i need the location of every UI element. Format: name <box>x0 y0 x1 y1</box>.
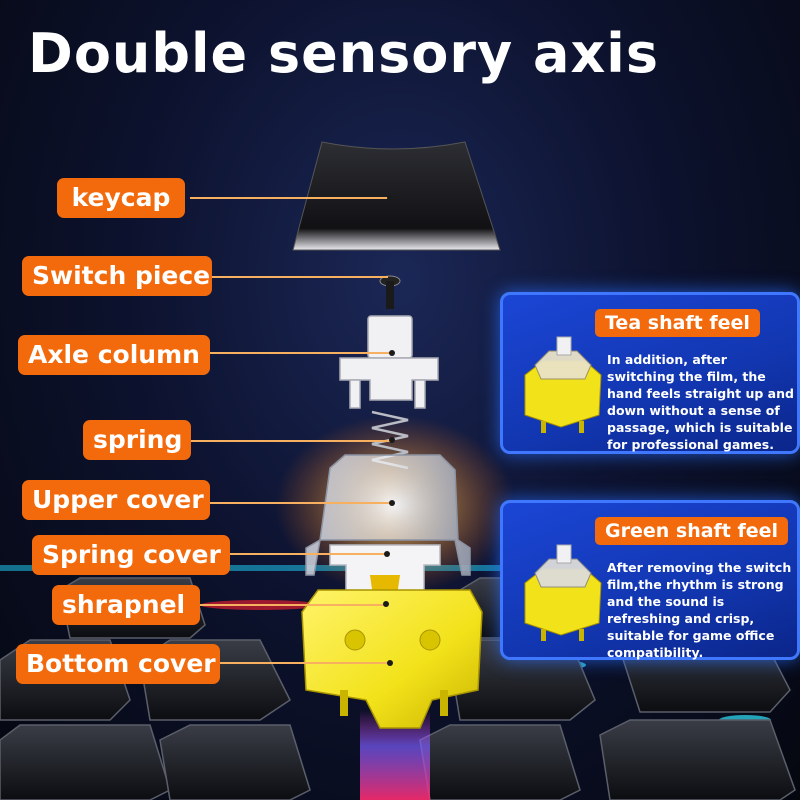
green-shaft-panel: Green shaft feel After removing the swit… <box>500 500 800 660</box>
label-axle-column: Axle column <box>18 335 210 375</box>
upper-cover-leader-dot <box>389 500 395 506</box>
keycap-leader-dot <box>387 195 393 201</box>
axle-column-leader-line <box>192 352 392 354</box>
bottom-cover-leader-dot <box>387 660 393 666</box>
tea-shaft-title: Tea shaft feel <box>595 309 760 337</box>
upper-cover-part <box>305 454 471 576</box>
tea-switch-image <box>524 336 602 433</box>
upper-cover-leader-line <box>192 502 392 504</box>
bottom-cover-part <box>301 589 483 729</box>
switch-piece-leader-line <box>212 276 388 278</box>
label-shrapnel: shrapnel <box>52 585 200 625</box>
axle-column-part <box>339 315 439 409</box>
label-switch-piece: Switch piece <box>22 256 212 296</box>
shrapnel-leader-line <box>182 604 386 606</box>
spring-cover-leader-dot <box>384 551 390 557</box>
page-title: Double sensory axis <box>28 22 659 85</box>
spring-leader-line <box>190 440 390 442</box>
label-spring-cover: Spring cover <box>32 535 230 575</box>
shrapnel-leader-dot <box>383 601 389 607</box>
tea-shaft-description: In addition, after switching the film, t… <box>607 352 794 452</box>
axle-column-leader-dot <box>389 350 395 356</box>
keycap-leader-line <box>190 197 390 199</box>
bottom-cover-leader-line <box>208 662 390 664</box>
label-upper-cover: Upper cover <box>22 480 210 520</box>
green-shaft-description: After removing the switch film,the rhyth… <box>607 560 792 660</box>
green-shaft-title: Green shaft feel <box>595 517 789 545</box>
tea-shaft-panel: Tea shaft feel In addition, after switch… <box>500 292 800 454</box>
spring-cover-leader-line <box>212 553 387 555</box>
green-switch-image <box>524 544 602 641</box>
spring-leader-dot <box>389 437 395 443</box>
label-keycap: keycap <box>57 178 185 218</box>
label-spring: spring <box>83 420 191 460</box>
keycap-part <box>292 141 501 251</box>
label-bottom-cover: Bottom cover <box>16 644 220 684</box>
